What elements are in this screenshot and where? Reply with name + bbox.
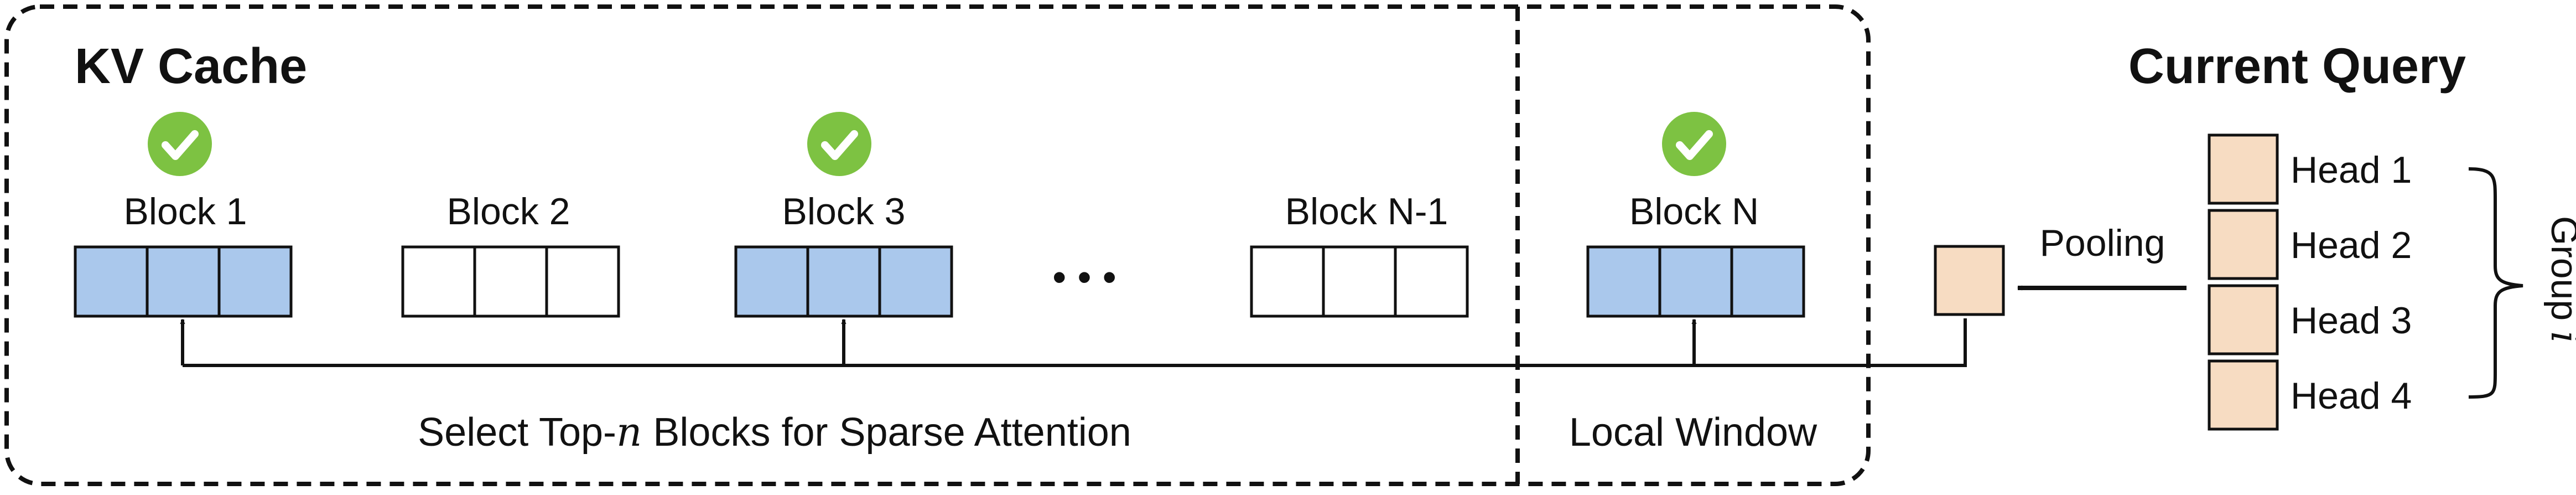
block-cell — [806, 245, 881, 318]
block-cell — [1658, 245, 1733, 318]
check-badge — [1662, 112, 1726, 176]
sparse-attention-caption: Select Top-n Blocks for Sparse Attention — [418, 409, 1131, 455]
kv-cache-title: KV Cache — [75, 39, 307, 94]
group-brace — [2468, 167, 2523, 399]
block-3: Block 3 — [734, 112, 953, 318]
pooling-label: Pooling — [2040, 222, 2165, 264]
block-label: Block N-1 — [1285, 190, 1448, 233]
check-icon — [162, 130, 199, 160]
block-label: Block 1 — [124, 190, 247, 233]
block-cell — [401, 245, 476, 318]
block-n: Block N — [1586, 112, 1805, 318]
block-cell — [74, 245, 149, 318]
block-n-minus-1: Block N-1 — [1250, 190, 1469, 318]
block-label: Block 2 — [447, 190, 570, 233]
pooled-query-cell — [1934, 245, 2005, 316]
head-label: Head 1 — [2291, 149, 2412, 191]
query-heads: Head 1 Head 2 Head 3 Head 4 — [2208, 133, 2412, 431]
block-cell — [217, 245, 293, 318]
group-label: Group i — [2542, 216, 2576, 343]
head-cell — [2208, 209, 2279, 280]
block-cell — [1394, 245, 1469, 318]
block-1: Block 1 — [74, 112, 293, 318]
block-cell — [1250, 245, 1325, 318]
head-cell — [2208, 359, 2279, 431]
head-label: Head 4 — [2291, 375, 2412, 417]
local-window-caption: Local Window — [1569, 410, 1817, 455]
current-query-title: Current Query — [2128, 39, 2466, 94]
block-2: Block 2 — [401, 190, 620, 318]
block-cell — [878, 245, 953, 318]
head-label: Head 3 — [2291, 300, 2412, 342]
block-cell — [1322, 245, 1397, 318]
ellipsis: • • • — [1052, 255, 1116, 300]
block-cell — [545, 245, 620, 318]
block-cell — [1586, 245, 1661, 318]
head-cell — [2208, 284, 2279, 355]
block-cell — [473, 245, 548, 318]
block-cell — [146, 245, 221, 318]
block-label: Block 3 — [782, 190, 906, 233]
block-cell — [1730, 245, 1805, 318]
block-label: Block N — [1629, 190, 1759, 233]
block-cell — [734, 245, 809, 318]
check-icon — [821, 130, 858, 160]
selection-connector — [183, 318, 1967, 367]
check-icon — [1676, 130, 1713, 160]
head-cell — [2208, 133, 2279, 205]
kv-cache-container — [4, 4, 1871, 486]
check-badge — [807, 112, 871, 176]
head-label: Head 2 — [2291, 224, 2412, 266]
check-badge — [148, 112, 212, 176]
